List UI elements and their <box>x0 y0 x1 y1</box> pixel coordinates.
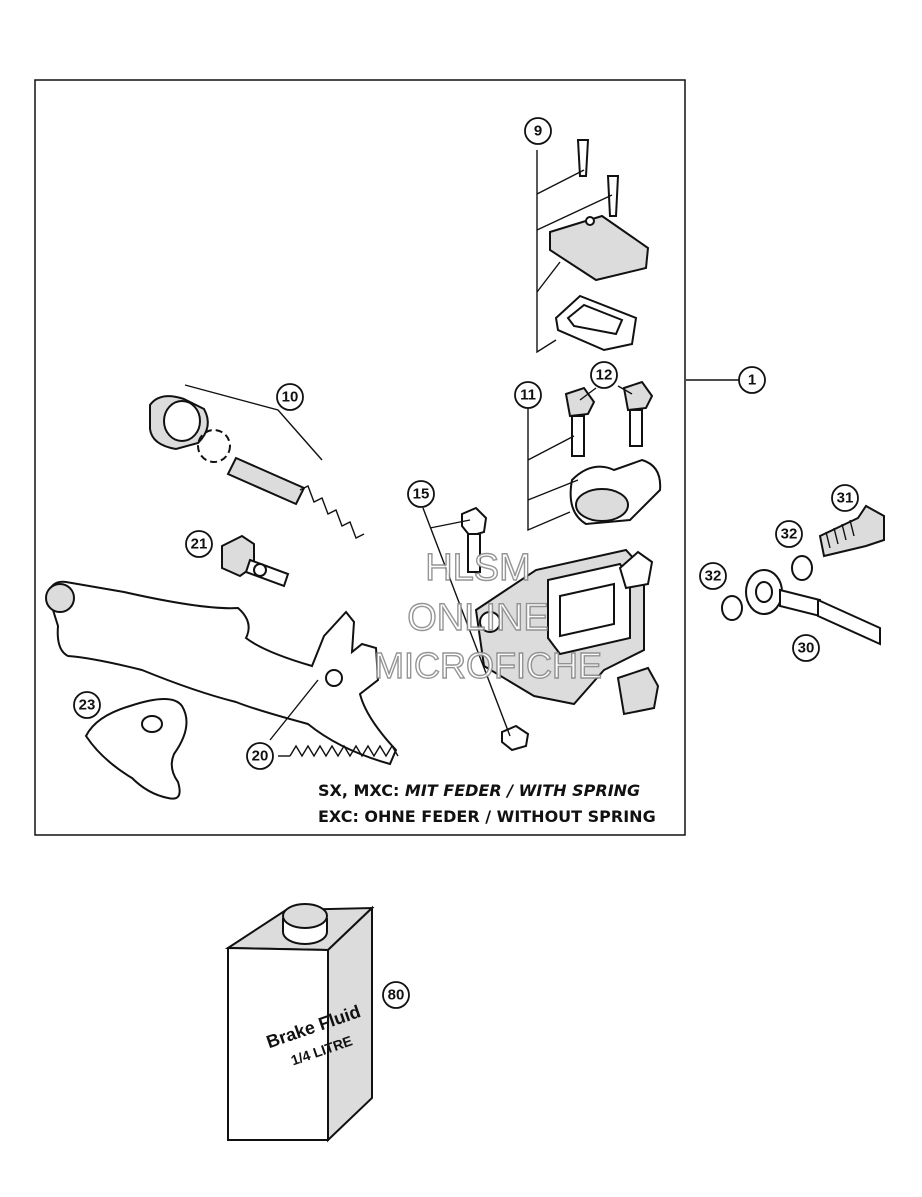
master-cylinder-body <box>474 548 660 716</box>
svg-text:ONLINE: ONLINE <box>407 597 548 639</box>
svg-text:20: 20 <box>252 748 269 765</box>
pivot-bolt-shank <box>467 533 481 573</box>
brake-lever <box>46 580 398 766</box>
svg-text:9: 9 <box>534 123 542 140</box>
reservoir-cover <box>549 214 650 282</box>
note-with-spring: SX, MXC: MIT FEDER / WITH SPRING <box>318 781 640 800</box>
adjuster-screw <box>244 558 290 588</box>
svg-text:30: 30 <box>798 640 815 657</box>
svg-text:31: 31 <box>837 490 854 507</box>
clamp-group <box>527 380 662 532</box>
bolt-shank-2 <box>629 409 643 447</box>
cover-screw-2 <box>606 175 620 217</box>
pivot-bolt-group <box>422 506 530 752</box>
svg-text:32: 32 <box>781 526 798 543</box>
callout-1: 1 <box>738 366 766 394</box>
circlip <box>197 429 231 463</box>
leader-10 <box>184 384 323 461</box>
svg-text:23: 23 <box>79 697 96 714</box>
callout-15: 15 <box>407 480 435 508</box>
piston <box>226 456 306 506</box>
svg-text:1: 1 <box>748 372 756 389</box>
cover-screw-1 <box>576 139 590 177</box>
watermark: HLSM ONLINE MICROFICHE <box>373 546 602 686</box>
banjo-bolt <box>818 504 885 558</box>
leader-9 <box>536 150 557 354</box>
callout-11: 11 <box>514 381 542 409</box>
callout-23: 23 <box>73 691 101 719</box>
leader-20-lever <box>269 679 319 741</box>
lever-group <box>45 580 399 766</box>
callout-30: 30 <box>792 634 820 662</box>
brake-fluid-container: Brake Fluid 1/4 LITRE <box>224 903 375 1143</box>
diagram-frame <box>34 79 686 836</box>
container-side <box>327 905 373 1143</box>
svg-text:15: 15 <box>413 486 430 503</box>
reservoir-inner <box>559 582 615 638</box>
svg-text:10: 10 <box>282 389 299 406</box>
leader-15 <box>422 507 511 737</box>
pivot-hole <box>479 611 501 633</box>
callout-32-lower: 32 <box>699 562 727 590</box>
lever-cover-group <box>84 698 188 800</box>
pivot-bolt-head <box>461 506 488 538</box>
return-spring <box>289 744 399 758</box>
callout-80: 80 <box>382 981 410 1009</box>
leader-11 <box>527 408 571 532</box>
note-without-spring: EXC: OHNE FEDER / WITHOUT SPRING <box>318 807 656 826</box>
svg-text:MICROFICHE: MICROFICHE <box>374 645 602 686</box>
bolt-head-2 <box>622 380 654 412</box>
svg-text:11: 11 <box>520 387 536 404</box>
lever-cover <box>84 698 188 800</box>
callout-20: 20 <box>246 742 274 770</box>
bolt-shank-1 <box>571 415 585 457</box>
callout-21: 21 <box>185 530 213 558</box>
svg-text:21: 21 <box>191 536 208 553</box>
svg-text:80: 80 <box>388 987 405 1004</box>
washer-upper <box>791 555 813 581</box>
hose-group <box>721 504 885 646</box>
reservoir-cover-group <box>536 139 650 354</box>
callout-10: 10 <box>276 383 304 411</box>
pivot-nut <box>501 724 530 752</box>
washer-lower <box>721 595 743 621</box>
cover-hole <box>585 216 595 226</box>
piston-kit-group <box>149 384 365 539</box>
brake-hose <box>817 598 881 646</box>
callout-32-upper: 32 <box>775 520 803 548</box>
callout-12: 12 <box>590 361 618 389</box>
gasket-inner <box>566 303 624 336</box>
cylinder-end <box>616 666 660 716</box>
adjuster-group <box>221 534 290 588</box>
svg-text:HLSM: HLSM <box>425 547 531 589</box>
callout-9: 9 <box>524 117 552 145</box>
svg-text:32: 32 <box>705 568 722 585</box>
mount-lug <box>618 550 654 590</box>
callout-31: 31 <box>831 484 859 512</box>
svg-text:12: 12 <box>596 367 613 384</box>
piston-spring <box>299 485 365 539</box>
